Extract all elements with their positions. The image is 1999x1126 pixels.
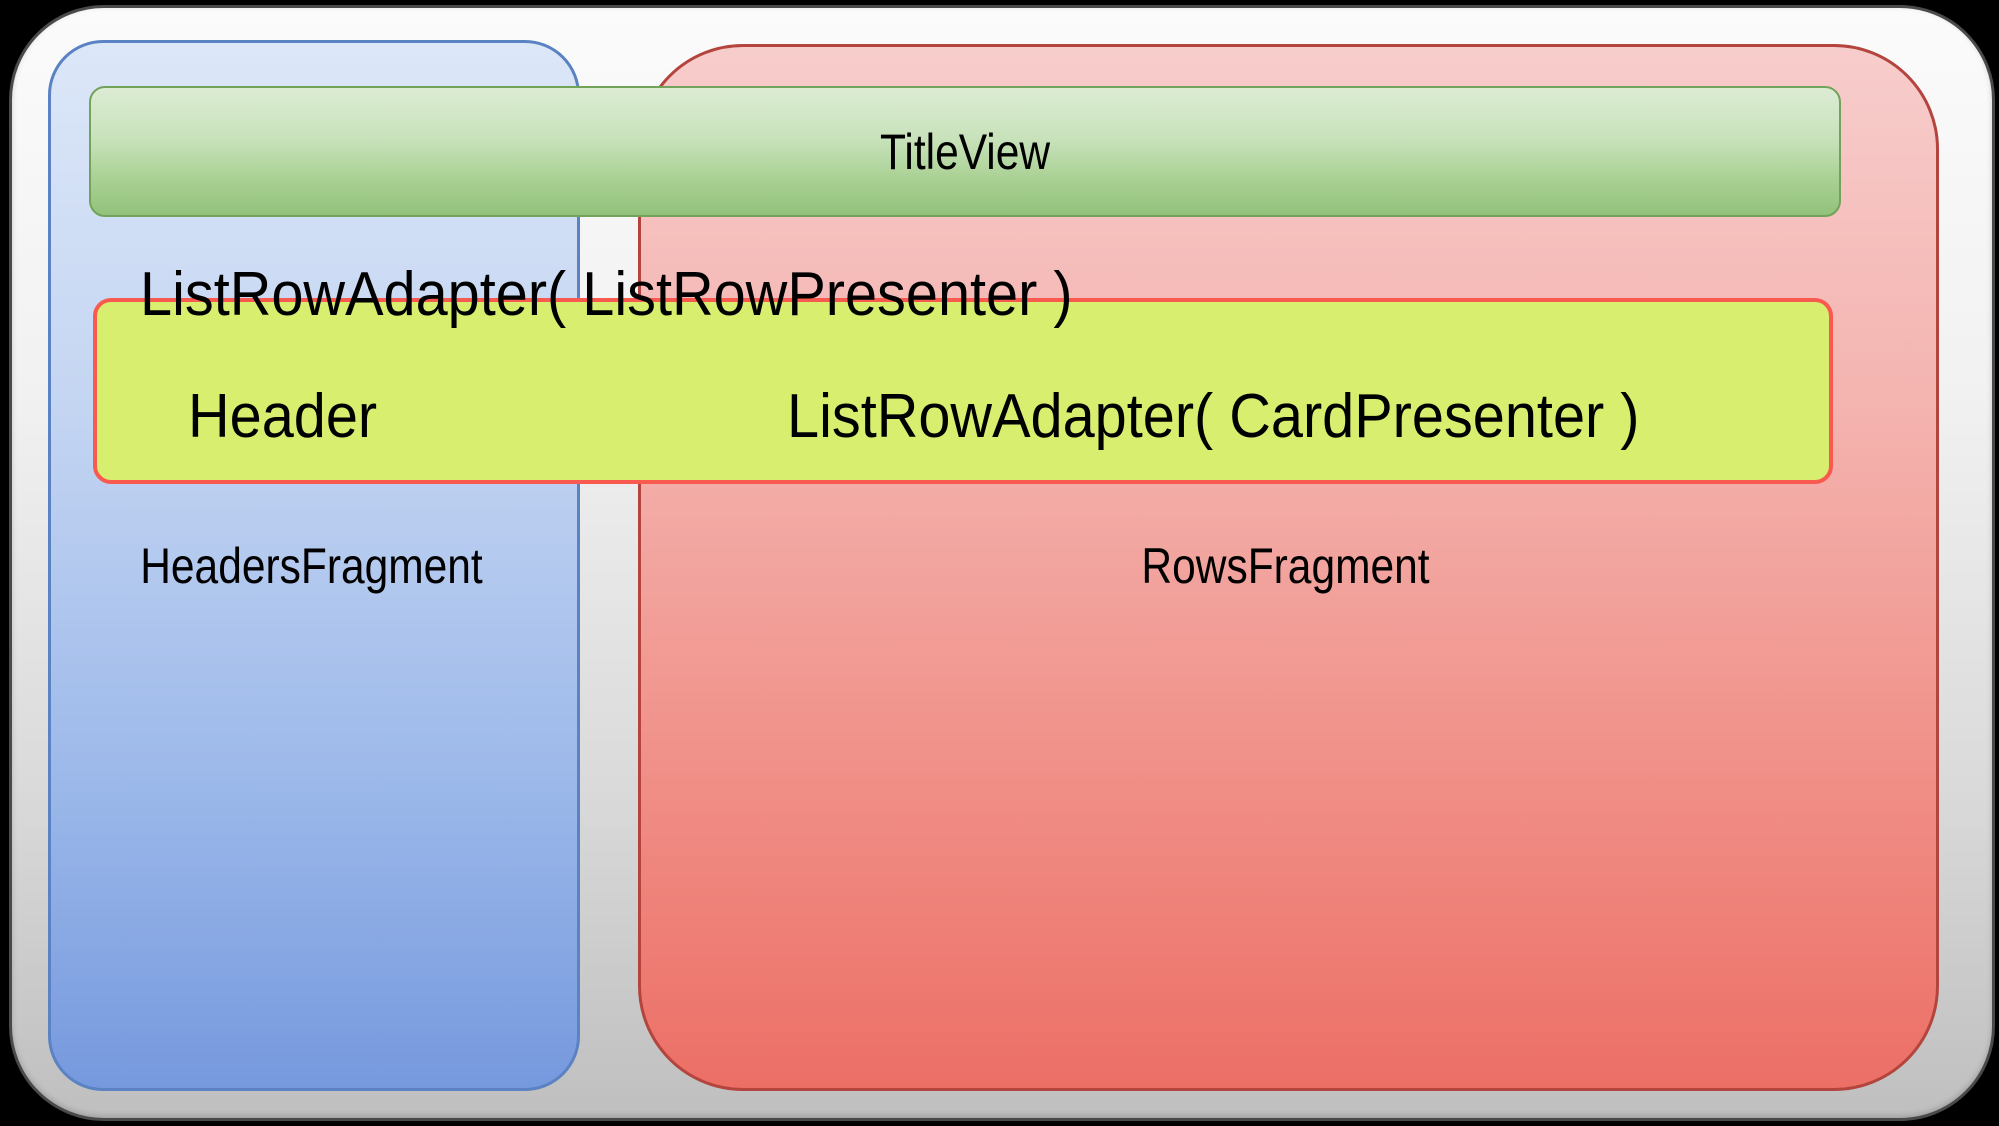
rows-fragment-label: RowsFragment (1141, 538, 1430, 594)
list-row-presenter-adapter-label: ListRowAdapter( ListRowPresenter ) (140, 260, 1073, 329)
rows-fragment-panel (638, 44, 1939, 1091)
list-row-box: Header ListRowAdapter( CardPresenter ) (93, 298, 1833, 484)
headers-fragment-label-wrap: HeadersFragment (48, 541, 574, 591)
card-presenter-adapter-label: ListRowAdapter( CardPresenter ) (787, 382, 1640, 451)
headers-fragment-label: HeadersFragment (139, 538, 483, 594)
header-cell-label: Header (188, 382, 378, 451)
rows-fragment-label-wrap: RowsFragment (638, 541, 1933, 591)
title-view-bar: TitleView (89, 86, 1841, 217)
title-view-label: TitleView (879, 123, 1051, 180)
